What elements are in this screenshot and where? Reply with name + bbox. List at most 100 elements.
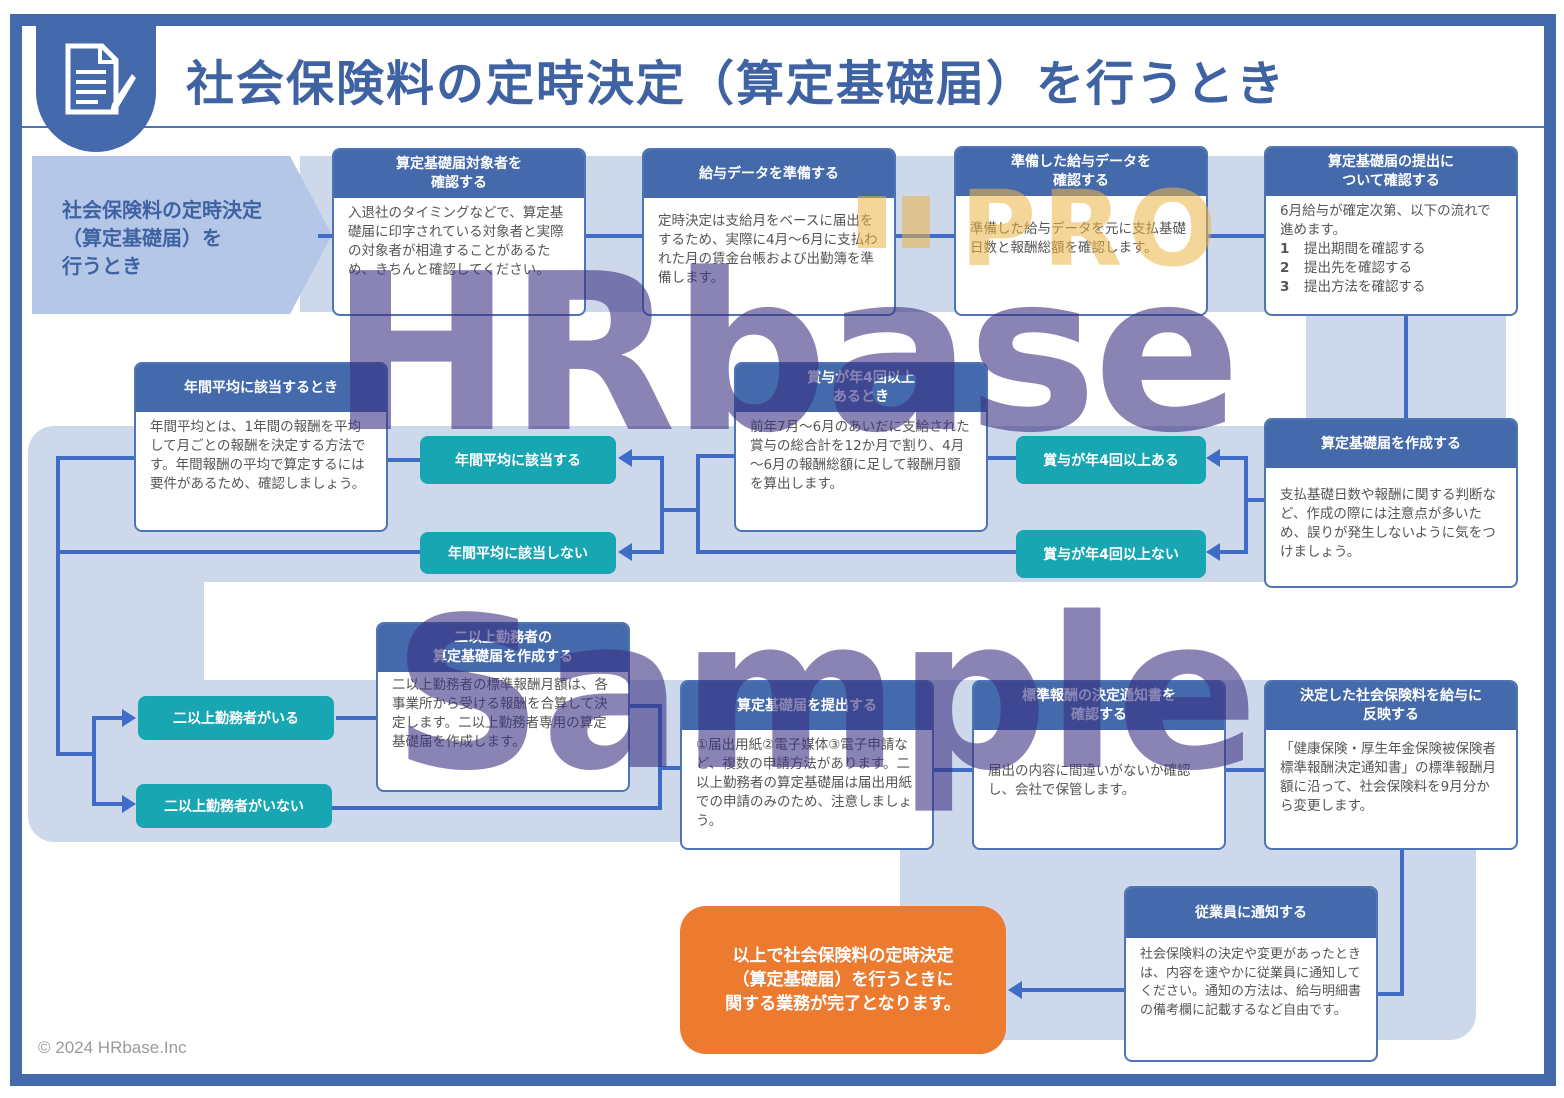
connector xyxy=(628,704,662,708)
card-title-line: 賞与が年4回以上 xyxy=(807,370,915,386)
connector xyxy=(630,456,664,460)
branch-multi-yes: 二以上勤務者がいる xyxy=(138,696,334,740)
connector xyxy=(696,454,700,554)
connector xyxy=(1244,498,1266,502)
connector xyxy=(336,716,378,720)
card-body: ①届出用紙②電子媒体③電子申請など、複数の申請方法があります。二以上勤務者の算定… xyxy=(696,737,912,829)
card-title: 従業員に通知する xyxy=(1126,888,1376,938)
card-title-line: 準備した給与データを xyxy=(1011,154,1151,170)
connector xyxy=(932,768,974,772)
connector xyxy=(696,550,1018,554)
card-title-line: 算定基礎届を提出する xyxy=(737,697,877,714)
watermark-dash xyxy=(858,196,886,248)
step-card-annual-average: 年間平均に該当するとき 年間平均とは、1年間の報酬を平均して月ごとの報酬を決定す… xyxy=(134,362,388,532)
branch-bonus-yes: 賞与が年4回以上ある xyxy=(1016,436,1206,484)
step-card-prepare-payroll: 給与データを準備する 定時決定は支給月をベースに届出をするため、実際に4月～6月… xyxy=(642,148,896,316)
card-title: 準備した給与データを 確認する xyxy=(956,148,1206,196)
row3-left-band xyxy=(28,582,204,682)
arrow-right-icon xyxy=(122,709,136,727)
list-text: 提出期間を確認する xyxy=(1304,241,1426,257)
branch-multi-no: 二以上勤務者がいない xyxy=(136,784,332,828)
card-title-line: 年間平均に該当するとき xyxy=(184,379,338,396)
card-title-line: 算定基礎届を作成する xyxy=(1321,435,1461,452)
connector xyxy=(1372,992,1404,996)
completion-box: 以上で社会保険料の定時決定 （算定基礎届）を行うときに 関する業務が完了となりま… xyxy=(680,906,1006,1054)
lead-line: 社会保険料の定時決定 xyxy=(62,198,262,222)
card-title: 標準報酬の決定通知書を 確認する xyxy=(974,682,1224,730)
card-body: 社会保険料の決定や変更があったときは、内容を速やかに従業員に通知してください。通… xyxy=(1140,947,1362,1018)
card-body: 「健康保険・厚生年金保険被保険者標準報酬決定通知書」の標準報酬月額に沿って、社会… xyxy=(1280,741,1496,814)
connector xyxy=(664,508,700,512)
connector xyxy=(1220,550,1248,554)
arrow-left-icon xyxy=(618,449,632,467)
connector xyxy=(584,234,644,238)
card-title-line: 反映する xyxy=(1363,707,1419,723)
card-title-line: ついて確認する xyxy=(1342,173,1440,189)
card-body: 年間平均とは、1年間の報酬を平均して月ごとの報酬を決定する方法です。年間報酬の平… xyxy=(150,419,366,492)
step-card-multi-employer: 二以上勤務者の 算定基礎届を作成する 二以上勤務者の標準報酬月額は、各事業所から… xyxy=(376,622,630,792)
connector xyxy=(696,454,736,458)
list-item: 1 提出期間を確認する xyxy=(1280,240,1502,259)
connector xyxy=(1404,314,1408,420)
step-card-check-payroll: 準備した給与データを 確認する 準備した給与データを元に支払基礎日数と報酬総額を… xyxy=(954,146,1208,316)
card-title: 算定基礎届を提出する xyxy=(682,682,932,730)
card-title: 二以上勤務者の 算定基礎届を作成する xyxy=(378,624,628,672)
card-title: 算定基礎届の提出に ついて確認する xyxy=(1266,148,1516,196)
card-body: 二以上勤務者の標準報酬月額は、各事業所から受ける報酬を合算して決定します。二以上… xyxy=(392,677,608,750)
connector xyxy=(56,752,96,756)
connector xyxy=(1400,846,1404,996)
connector xyxy=(56,456,60,756)
card-title: 決定した社会保険料を給与に 反映する xyxy=(1266,682,1516,730)
card-title: 給与データを準備する xyxy=(644,150,894,198)
card-title-line: 確認する xyxy=(1071,707,1127,723)
card-body: 準備した給与データを元に支払基礎日数と報酬総額を確認します。 xyxy=(970,221,1186,256)
copyright-text: © 2024 HRbase.Inc xyxy=(38,1038,187,1057)
connector xyxy=(56,550,422,554)
card-title-line: 決定した社会保険料を給与に xyxy=(1300,688,1482,704)
card-body-intro: 6月給与が確定次第、以下の流れで進めます。 xyxy=(1280,203,1491,238)
connector xyxy=(1220,456,1248,460)
card-title-line: 算定基礎届対象者を xyxy=(396,156,522,172)
card-body: 入退社のタイミングなどで、算定基礎届に印字されている対象者と実際の対象者が相違す… xyxy=(348,205,564,278)
card-title: 年間平均に該当するとき xyxy=(136,364,386,412)
arrow-right-icon xyxy=(122,795,136,813)
card-title-line: 確認する xyxy=(1053,173,1109,189)
document-edit-icon xyxy=(65,43,136,115)
step-card-reflect-payroll: 決定した社会保険料を給与に 反映する 「健康保険・厚生年金保険被保険者標準報酬決… xyxy=(1264,680,1518,850)
connector xyxy=(330,806,662,810)
completion-line: 関する業務が完了となります。 xyxy=(725,994,961,1014)
card-title: 算定基礎届対象者を 確認する xyxy=(334,150,584,198)
card-title-line: 従業員に通知する xyxy=(1195,904,1307,921)
connector xyxy=(1244,456,1248,554)
connector xyxy=(92,716,124,720)
step-card-notify-employee: 従業員に通知する 社会保険料の決定や変更があったときは、内容を速やかに従業員に通… xyxy=(1124,886,1378,1062)
connector xyxy=(658,766,684,770)
list-number: 1 xyxy=(1280,241,1290,257)
lead-line: 行うとき xyxy=(62,254,142,278)
card-title-line: あるとき xyxy=(833,389,889,405)
watermark-dash xyxy=(902,196,930,248)
arrow-left-icon xyxy=(1206,543,1220,561)
completion-line: 以上で社会保険料の定時決定 xyxy=(732,946,954,966)
arrow-left-icon xyxy=(1206,449,1220,467)
arrow-left-icon xyxy=(1008,981,1022,999)
step-card-bonus-4times: 賞与が年4回以上 あるとき 前年7月～6月のあいだに支給された賞与の総合計を12… xyxy=(734,362,988,532)
lead-line: （算定基礎届）を xyxy=(62,226,222,250)
card-title: 算定基礎届を作成する xyxy=(1266,420,1516,468)
step-card-create-form: 算定基礎届を作成する 支払基礎日数や報酬に関する判断など、作成の際には注意点が多… xyxy=(1264,418,1518,588)
list-number: 3 xyxy=(1280,279,1290,295)
header-divider xyxy=(22,126,1544,128)
connector xyxy=(56,456,136,460)
branch-bonus-no: 賞与が年4回以上ない xyxy=(1016,530,1206,578)
card-title-line: 確認する xyxy=(431,175,487,191)
connector xyxy=(92,716,96,806)
connector xyxy=(1222,768,1266,772)
branch-avg-no: 年間平均に該当しない xyxy=(420,532,616,574)
connector xyxy=(630,550,664,554)
page-title: 社会保険料の定時決定（算定基礎届）を行うとき xyxy=(186,56,1287,112)
card-title-line: 二以上勤務者の xyxy=(454,630,552,646)
band-gap xyxy=(204,582,1264,680)
